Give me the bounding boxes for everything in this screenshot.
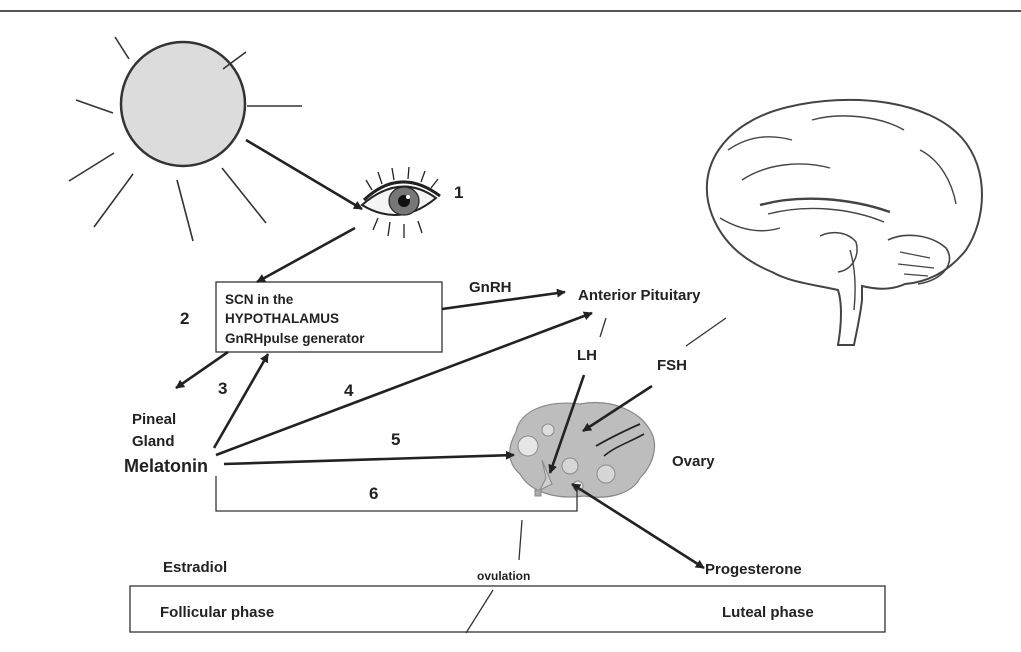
arrow-eye-to-scn [257,228,355,282]
lh-label: LH [577,347,597,364]
ovulation-label: ovulation [477,569,530,583]
estradiol-label: Estradiol [163,559,227,576]
gnrh-label: GnRH [469,279,512,296]
fsh-connector [686,318,726,346]
step-number-1: 1 [454,183,463,202]
melatonin-label: Melatonin [124,456,208,476]
step-number-2: 2 [180,309,189,328]
arrow-ovary-to-progesterone [572,484,704,568]
arrow-melatonin-to-ovary [224,455,514,464]
fsh-label: FSH [657,357,687,374]
scn-box-line1: SCN in the [225,292,294,307]
sun-icon [69,37,302,241]
lh-connector [600,318,606,337]
step-number-3: 3 [218,379,227,398]
brain-icon [707,100,982,345]
scn-box-line2: HYPOTHALAMUS [225,311,339,326]
ovary-icon [510,403,655,498]
ovulation-connector [519,520,522,560]
anterior-pituitary-label: Anterior Pituitary [578,287,701,304]
melatonin-feedback-line [216,476,577,511]
ovary-label: Ovary [672,453,715,470]
phase-divider [466,590,493,633]
step-number-6: 6 [369,484,378,503]
step-number-5: 5 [391,430,400,449]
arrow-melatonin-to-scn [214,354,268,448]
scn-box-line3: GnRHpulse generator [225,331,365,346]
gland-label: Gland [132,433,175,450]
eye-icon [362,167,440,238]
luteal-phase-label: Luteal phase [722,604,814,621]
follicular-phase-label: Follicular phase [160,604,274,621]
step-number-4: 4 [344,381,354,400]
arrow-sun-to-eye [246,140,362,209]
progesterone-label: Progesterone [705,561,802,578]
pineal-label: Pineal [132,411,176,428]
